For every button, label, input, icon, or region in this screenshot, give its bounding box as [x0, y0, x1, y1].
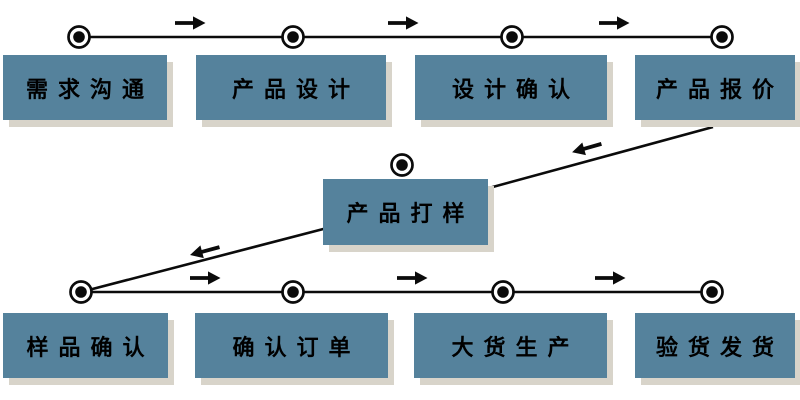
step-label: 产品报价 — [655, 76, 784, 102]
forward-arrow-icon — [388, 16, 419, 30]
step-sample-confirmation: 样品确认 — [3, 313, 168, 378]
forward-arrow-icon — [397, 271, 428, 285]
bullseye-node-icon — [700, 280, 724, 304]
step-label: 产品设计 — [231, 76, 360, 102]
bullseye-node-icon — [69, 280, 93, 304]
step-label: 验货发货 — [655, 334, 784, 360]
forward-arrow-icon — [595, 271, 626, 285]
bullseye-node-icon — [491, 280, 515, 304]
forward-arrow-icon — [175, 16, 206, 30]
sampling-to-sample-confirmation-line — [80, 225, 332, 294]
step-order-confirmation: 确认订单 — [195, 313, 388, 378]
step-product-quotation: 产品报价 — [635, 55, 795, 120]
step-label: 确认订单 — [232, 334, 361, 360]
forward-arrow-icon — [190, 271, 221, 285]
step-label: 产品打样 — [346, 201, 475, 226]
backward-arrow-icon — [570, 137, 604, 159]
bullseye-node-icon — [390, 153, 414, 177]
step-product-sampling: 产品打样 — [323, 179, 488, 245]
step-label: 样品确认 — [26, 334, 155, 360]
step-design-confirmation: 设计确认 — [415, 55, 607, 120]
backward-arrow-icon — [188, 240, 222, 262]
step-inspection-shipping: 验货发货 — [635, 313, 795, 378]
step-requirement-communication: 需求沟通 — [3, 55, 167, 120]
bullseye-node-icon — [67, 25, 91, 49]
step-bulk-production: 大货生产 — [414, 313, 607, 378]
bullseye-node-icon — [710, 25, 734, 49]
step-label: 大货生产 — [451, 334, 580, 360]
bullseye-node-icon — [281, 280, 305, 304]
step-product-design: 产品设计 — [196, 55, 386, 120]
bullseye-node-icon — [500, 25, 524, 49]
bullseye-node-icon — [281, 25, 305, 49]
forward-arrow-icon — [599, 16, 630, 30]
step-label: 设计确认 — [451, 76, 580, 102]
quotation-to-sampling-line — [488, 125, 714, 190]
step-label: 需求沟通 — [25, 76, 154, 102]
